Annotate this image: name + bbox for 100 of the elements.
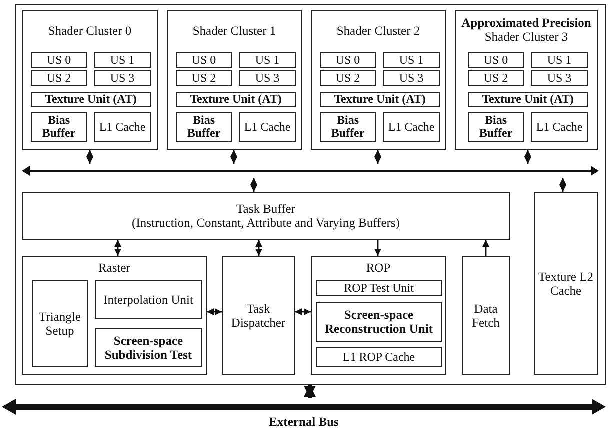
shader-cluster-box	[311, 10, 446, 150]
arrow	[230, 150, 238, 164]
cache-box	[534, 192, 598, 375]
shader-unit-box	[239, 70, 296, 86]
shader-cluster-box	[22, 10, 158, 150]
shader-unit-box	[468, 52, 524, 68]
box-label: Texture Unit (AT)	[482, 93, 574, 106]
buffer-box	[320, 112, 376, 142]
cache-box	[316, 347, 442, 367]
box-label: Task Dispatcher	[230, 302, 287, 330]
box-label: Texture Unit (AT)	[334, 93, 426, 106]
box-label: US 3	[255, 72, 280, 84]
box-label: Triangle Setup	[38, 310, 82, 338]
box-label: US 2	[46, 72, 72, 84]
shader-unit-box	[468, 70, 524, 86]
shader-unit-box	[531, 52, 588, 68]
buffer-box	[176, 112, 232, 142]
shader-unit-box	[94, 70, 151, 86]
box-label: Texture L2 Cache	[537, 270, 594, 298]
shader-unit-box	[176, 52, 232, 68]
arrow	[86, 150, 94, 164]
box-heading: Shader Cluster 1	[192, 24, 276, 38]
arrow	[207, 308, 222, 316]
arrow	[374, 150, 382, 164]
arrow	[256, 240, 262, 256]
texture-unit-box	[320, 92, 440, 107]
box-label: L1 Cache	[536, 120, 583, 134]
shader-unit-box	[94, 52, 151, 68]
box-label: US 3	[399, 72, 424, 84]
texture-unit-box	[31, 92, 151, 107]
box-label: (Instruction, Constant, Attribute and Varying Buffers)	[132, 216, 400, 230]
cache-box	[94, 112, 151, 142]
shader-unit-box	[531, 70, 588, 86]
box-label: Texture Unit (AT)	[190, 93, 282, 106]
box-label: US 0	[336, 54, 360, 66]
unit-box	[316, 280, 442, 296]
box-heading: Approximated Precision	[462, 16, 592, 30]
box-label: Task Buffer	[236, 202, 296, 216]
shader-unit-box	[31, 52, 87, 68]
box-heading: ROP	[366, 261, 391, 275]
box-label: US 2	[484, 72, 508, 84]
shader-unit-box	[31, 70, 87, 86]
fetch-box	[462, 256, 510, 375]
bus-label: External Bus	[269, 415, 339, 428]
arrow	[482, 240, 490, 256]
box-label: Texture Unit (AT)	[45, 93, 137, 106]
box-label: Screen-space Subdivision Test	[104, 334, 194, 362]
box-label: Bias Buffer	[330, 114, 366, 140]
box-label: Bias Buffer	[478, 114, 514, 140]
box-label: US 2	[336, 72, 360, 84]
shader-unit-box	[383, 70, 440, 86]
box-label: US 1	[399, 54, 424, 66]
box-label: Screen-space Reconstruction Unit	[324, 308, 434, 336]
box-heading: Shader Cluster 2	[336, 24, 420, 38]
texture-unit-box	[176, 92, 296, 107]
box-label: US 2	[192, 72, 216, 84]
shader-cluster-box	[455, 10, 598, 150]
box-label: US 1	[547, 54, 572, 66]
chip-outline	[15, 4, 606, 385]
cache-box	[531, 112, 588, 142]
unit-box	[32, 280, 88, 367]
shader-unit-box	[383, 52, 440, 68]
cache-box	[383, 112, 440, 142]
arrow	[374, 240, 382, 256]
buffer-box	[468, 112, 524, 142]
shader-cluster-box	[167, 10, 302, 150]
arrow	[304, 385, 316, 398]
unit-box	[95, 280, 202, 319]
shader-unit-box	[239, 52, 296, 68]
box-label: L1 Cache	[388, 120, 435, 134]
unit-box	[95, 328, 202, 367]
box-label: US 0	[46, 54, 72, 66]
box-label: L1 ROP Cache	[342, 350, 416, 364]
texture-unit-box	[468, 92, 588, 107]
unit-box	[316, 302, 442, 342]
arrow	[560, 178, 566, 192]
buffer-box	[31, 112, 87, 142]
box-heading: Raster	[98, 261, 130, 275]
box-label: Interpolation Unit	[104, 292, 194, 306]
arrow	[114, 240, 122, 256]
arrow	[295, 308, 311, 316]
box-label: US 1	[110, 54, 135, 66]
box-heading: Shader Cluster 0	[48, 24, 132, 38]
box-label: Data Fetch	[471, 302, 501, 330]
rop-box	[311, 256, 446, 375]
bus-arrow	[22, 164, 599, 178]
box-label: US 0	[192, 54, 216, 66]
raster-box	[22, 256, 207, 375]
box-label: L1 Cache	[99, 120, 146, 134]
shader-unit-box	[176, 70, 232, 86]
cache-box	[239, 112, 296, 142]
box-label: L1 Cache	[244, 120, 291, 134]
box-label: Bias Buffer	[186, 114, 222, 140]
box-heading: Shader Cluster 3	[484, 30, 568, 44]
shader-unit-box	[320, 70, 376, 86]
arrow	[524, 150, 532, 164]
box-label: US 0	[484, 54, 508, 66]
buffer-box	[22, 192, 510, 240]
box-label: ROP Test Unit	[344, 282, 414, 294]
dispatcher-box	[222, 256, 295, 375]
